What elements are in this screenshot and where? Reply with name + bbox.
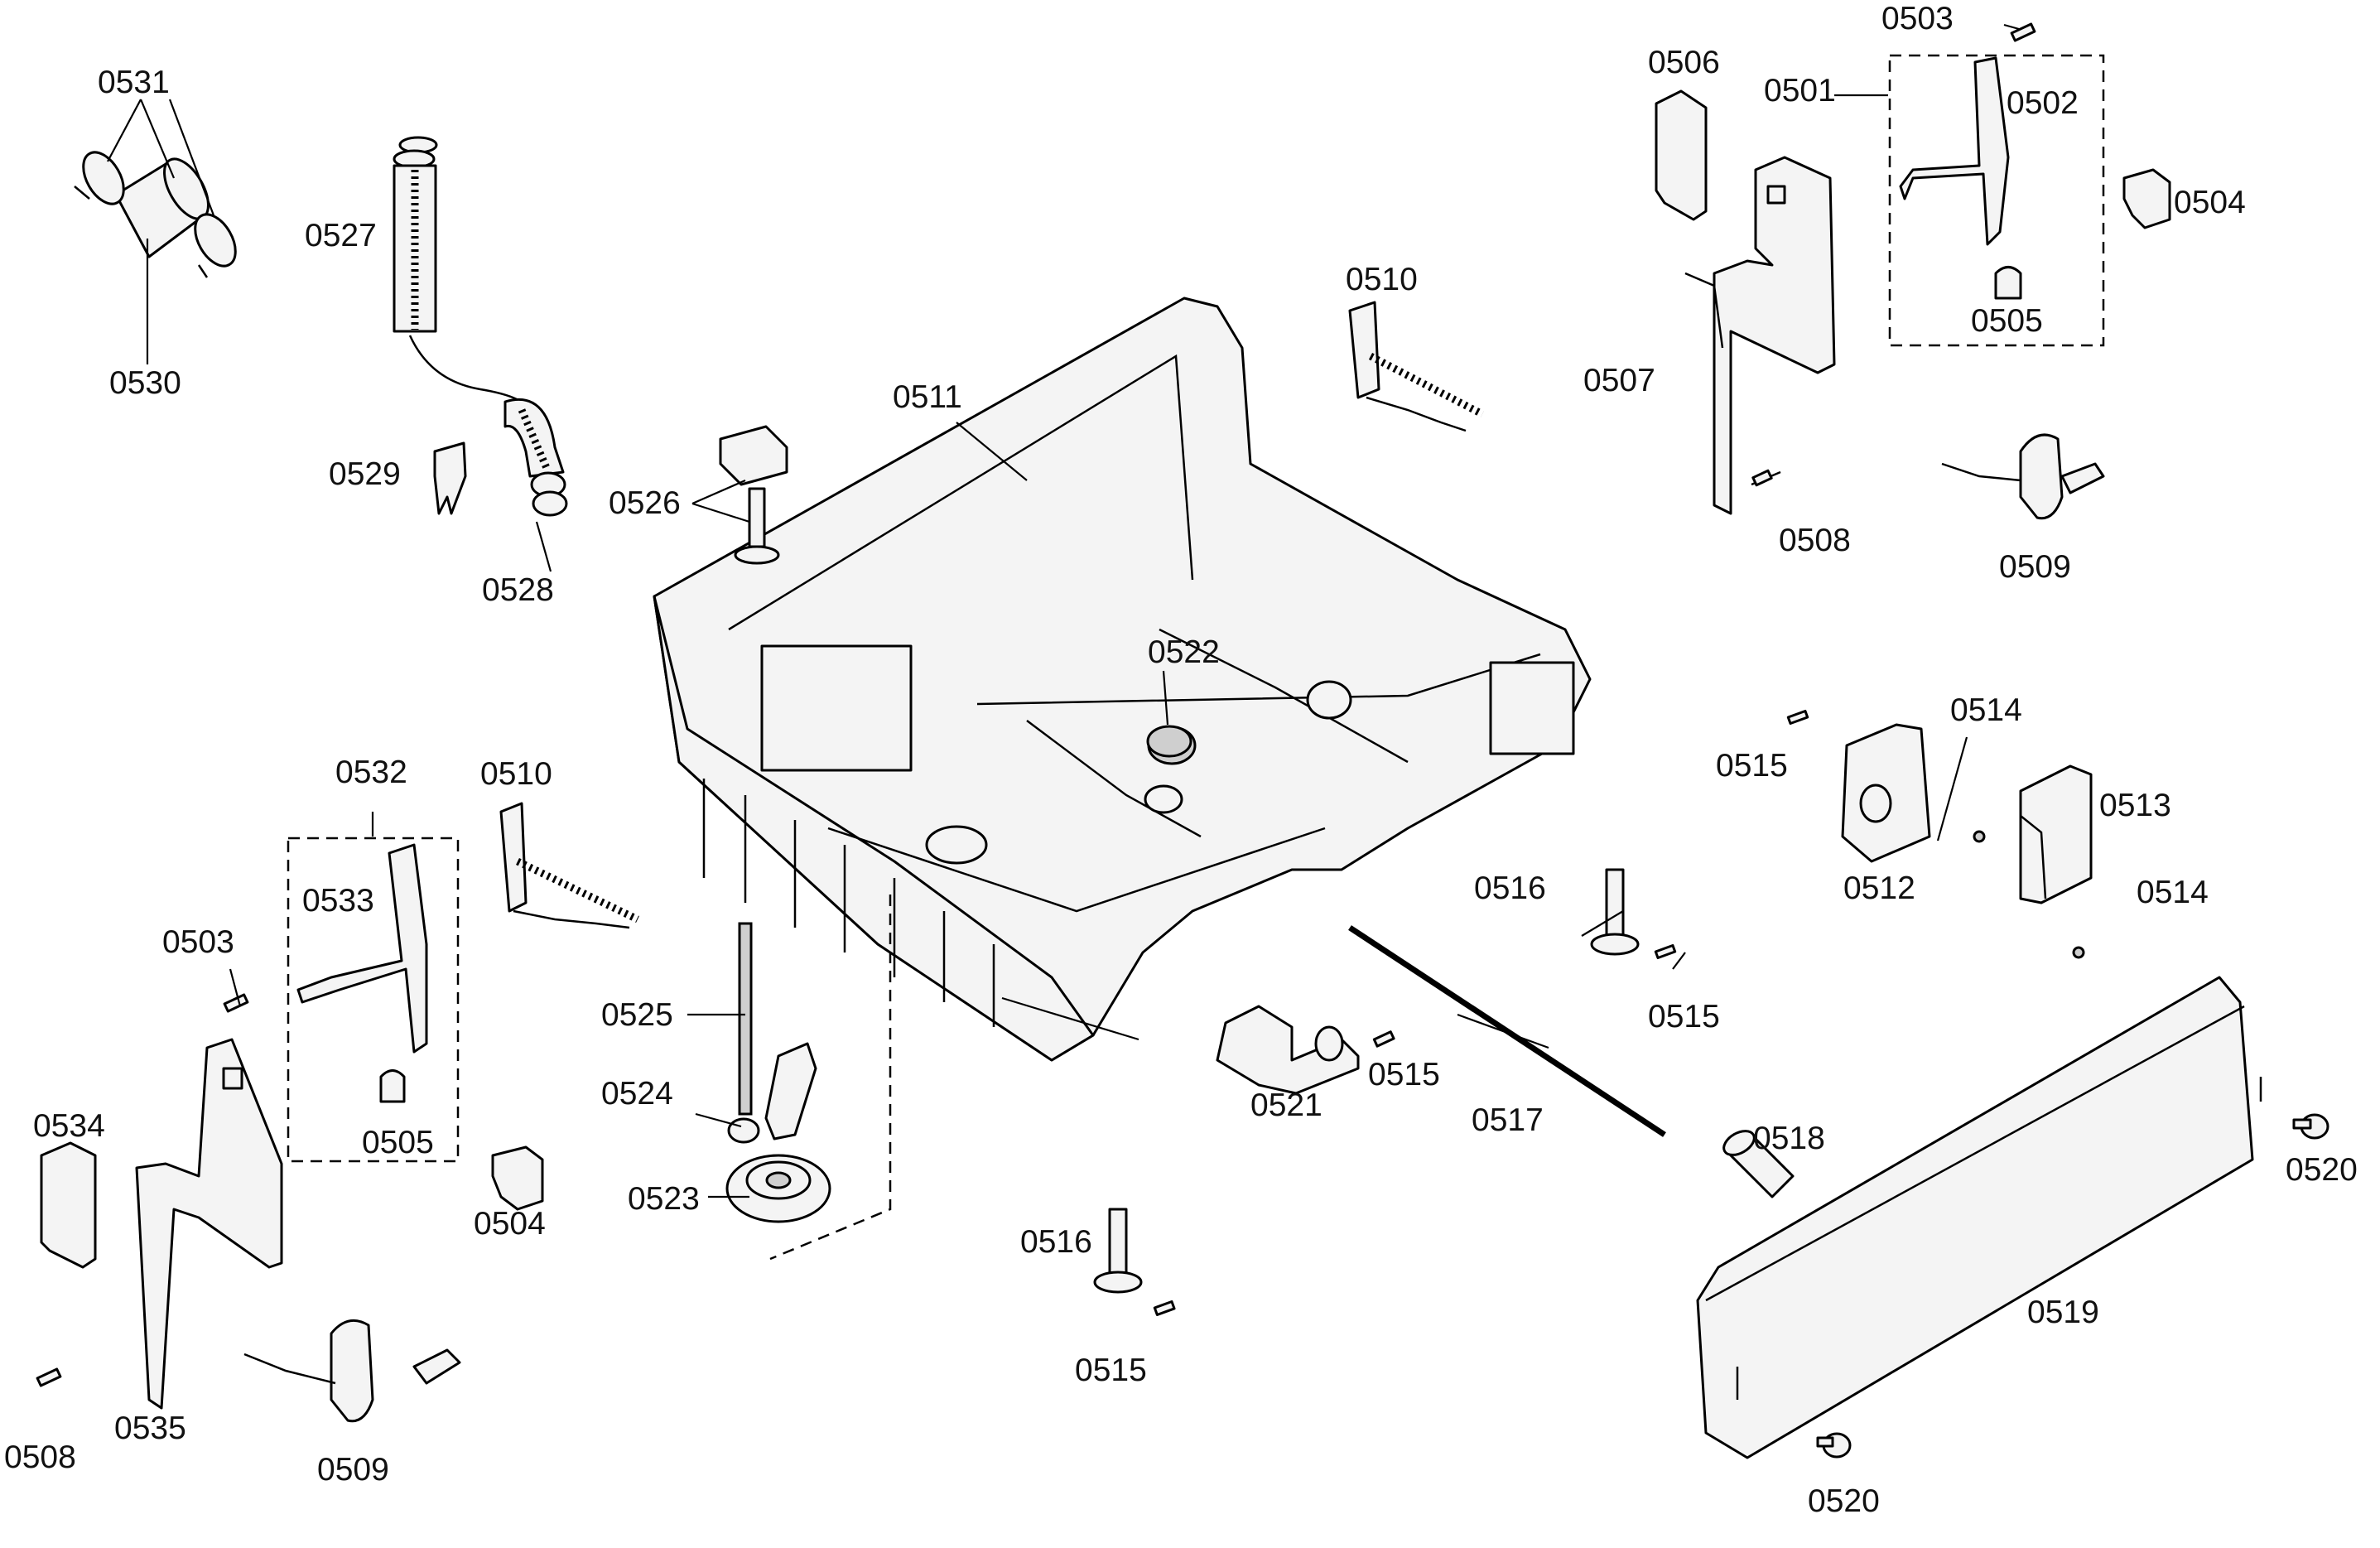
label-0525: 0525 (601, 997, 673, 1033)
screw-0515-c (1372, 1030, 1395, 1048)
label-0504-top: 0504 (2174, 185, 2246, 220)
label-0515-a: 0515 (1716, 748, 1788, 784)
hinge-cover-0534 (40, 1141, 97, 1269)
label-0512: 0512 (1843, 870, 1915, 906)
label-0530: 0530 (109, 365, 181, 401)
label-0515-d: 0515 (1075, 1353, 1147, 1388)
hinge-damper-0509-top (1941, 433, 2105, 520)
group-box-0501 (1888, 54, 2105, 347)
label-0513: 0513 (2099, 788, 2171, 823)
label-0511: 0511 (893, 379, 962, 415)
label-0510-left: 0510 (480, 756, 552, 792)
label-0506: 0506 (1648, 45, 1720, 80)
callout-labels: 0531 0530 0527 0529 0528 0526 0511 0510 … (4, 1, 2358, 1519)
door-spring-top-0510 (1348, 301, 1485, 432)
shaft-0525 (738, 922, 753, 1116)
hose-clamp-right-0531 (194, 213, 237, 278)
label-0503-top: 0503 (1881, 1, 1954, 36)
label-0531: 0531 (98, 65, 170, 100)
group-bracket-0523 (769, 895, 892, 1261)
label-0514-upper: 0514 (1950, 692, 2022, 728)
hinge-bracket-0535 (135, 1038, 283, 1410)
label-0527: 0527 (305, 218, 377, 253)
kick-plate-0519 (1696, 976, 2262, 1459)
screw-0520-right (2292, 1113, 2329, 1140)
hinge-lever-0502 (1899, 56, 2010, 246)
clip-0504-top (2122, 168, 2171, 229)
hose-clip-0529 (433, 441, 467, 515)
label-0528: 0528 (482, 572, 554, 608)
cover-0513 (2019, 764, 2093, 904)
label-0515-c: 0515 (1368, 1057, 1440, 1092)
hinge-cover-0506 (1655, 89, 1708, 221)
label-0517: 0517 (1472, 1102, 1544, 1138)
bracket-0512 (1841, 723, 1931, 863)
leveling-foot-0516-lower (1093, 1208, 1143, 1294)
label-0516-lower: 0516 (1020, 1224, 1092, 1260)
label-0508-top: 0508 (1779, 523, 1851, 558)
label-0515-b: 0515 (1648, 999, 1720, 1034)
label-0509-top: 0509 (1999, 549, 2071, 585)
screw-0508-bottom (36, 1367, 62, 1387)
base-tub-0511 (653, 297, 1592, 1062)
clip-0505-bottom (379, 1069, 406, 1103)
label-0518: 0518 (1753, 1121, 1825, 1156)
door-spring-left-0510 (499, 802, 639, 929)
leveling-foot-0516-upper (1590, 868, 1640, 956)
screw-0503-top (2010, 22, 2036, 42)
label-0502: 0502 (2007, 85, 2079, 121)
hose-elbow-0528 (503, 398, 568, 517)
float-cap-0522 (1146, 725, 1192, 758)
label-0514-lower: 0514 (2137, 875, 2209, 910)
clip-0505-top (1994, 266, 2022, 300)
label-0532: 0532 (335, 755, 407, 790)
label-0510-top: 0510 (1346, 262, 1418, 297)
label-0534: 0534 (33, 1108, 105, 1144)
leader-lines (107, 23, 2020, 1198)
label-0529: 0529 (329, 456, 401, 492)
screw-0514-lower (2072, 946, 2085, 959)
label-0526: 0526 (609, 485, 681, 521)
label-0522: 0522 (1148, 634, 1220, 670)
clip-0504-bottom (491, 1145, 544, 1211)
label-0503-bottom: 0503 (162, 924, 234, 960)
screw-0514-upper (1973, 830, 1986, 843)
knob-0518 (1722, 1130, 1795, 1198)
label-0501: 0501 (1764, 73, 1836, 109)
label-0524: 0524 (601, 1076, 673, 1112)
hose-clamp-left-0531 (74, 151, 125, 205)
label-0521: 0521 (1250, 1087, 1322, 1123)
water-valve-0521 (1216, 1005, 1360, 1095)
label-0520-bottom: 0520 (1808, 1483, 1880, 1519)
impeller-disk-0523 (725, 1154, 831, 1223)
screw-0515-b (1654, 943, 1677, 960)
label-0516-upper: 0516 (1474, 870, 1546, 906)
rod-0517 (1348, 925, 1666, 1137)
label-0509-bottom: 0509 (317, 1452, 389, 1488)
label-0504-bottom: 0504 (474, 1206, 546, 1242)
screw-0515-a (1786, 709, 1809, 726)
label-0507: 0507 (1583, 363, 1655, 398)
corrugated-hose-0527 (393, 136, 532, 415)
label-0508-bottom: 0508 (4, 1439, 76, 1475)
label-0520-right: 0520 (2286, 1152, 2358, 1188)
label-0519: 0519 (2027, 1295, 2099, 1330)
group-box-0532 (287, 837, 460, 1163)
label-0505-top: 0505 (1971, 303, 2043, 339)
label-0533: 0533 (302, 883, 374, 919)
hinge-damper-0509-bottom (243, 1319, 461, 1423)
label-0535: 0535 (114, 1411, 186, 1446)
screw-0515-d (1153, 1300, 1176, 1316)
screw-0503-bottom (223, 993, 249, 1013)
hinge-lever-0533 (296, 843, 428, 1054)
hinge-bracket-0507 (1684, 156, 1836, 515)
label-0523: 0523 (628, 1181, 700, 1217)
screw-0508-top (1751, 469, 1781, 487)
label-0505-bottom: 0505 (362, 1125, 434, 1160)
adjustable-foot-0526 (719, 425, 788, 565)
screw-0520-bottom (1816, 1432, 1852, 1459)
